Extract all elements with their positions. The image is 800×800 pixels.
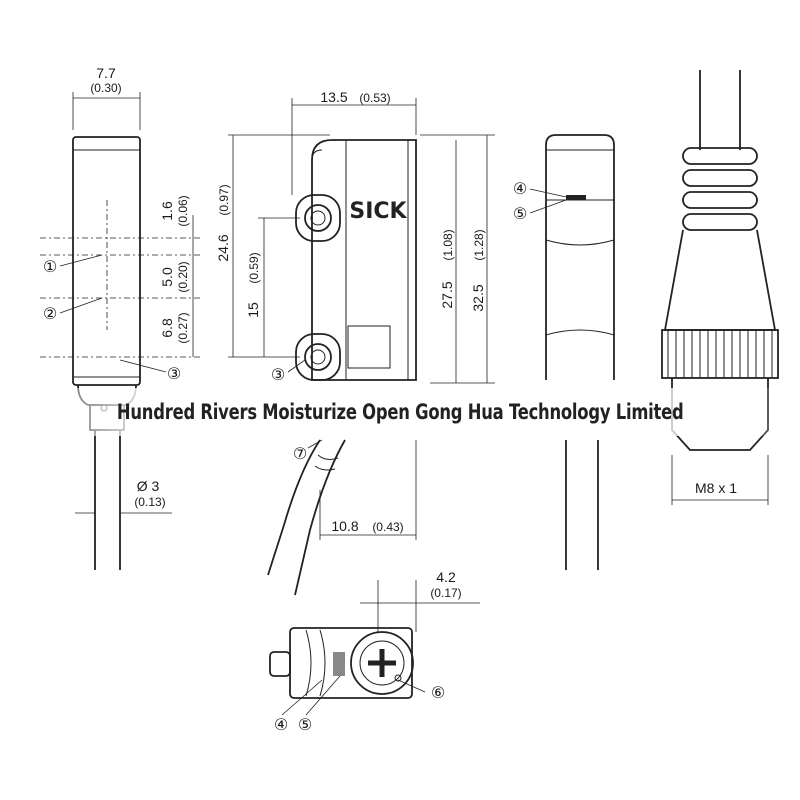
- dim-d3: 6.8: [159, 318, 175, 338]
- cable-bend-inner: [294, 439, 346, 596]
- dim-width-narrow: 7.7: [96, 65, 116, 81]
- bottom-cable-stub: [269, 651, 291, 677]
- front-view-narrow: 7.7 (0.30) 1.6 (0.06) 5.0 (0.20) 6.8 (0.…: [40, 65, 200, 570]
- dim-h3: 27.5: [439, 281, 455, 308]
- dim-d1: 1.6: [159, 201, 175, 221]
- dim-h1: 24.6: [215, 234, 231, 261]
- watermark-band: Hundred Rivers Moisturize Open Gong Hua …: [0, 388, 800, 436]
- callout-3: ③: [167, 364, 181, 383]
- connector-view: M8 x 1: [661, 70, 779, 505]
- side-view-main: SICK 13.5 (0.53) 24.6 (0.97) 15 (0.59) 2…: [215, 89, 495, 596]
- potentiometer: [350, 631, 414, 695]
- bottom-view: 4.2 (0.17) ④ ⑤ ⑥: [269, 569, 480, 734]
- dim-d3-in: (0.27): [176, 312, 190, 343]
- mounting-hole-top: [304, 204, 332, 232]
- bottom-led-grid: [333, 652, 345, 676]
- sick-logo: SICK: [349, 199, 407, 224]
- mounting-hole-bottom: [304, 343, 332, 371]
- callout-5b: ⑤: [298, 715, 312, 734]
- side-view-narrow: ④ ⑤: [513, 134, 615, 570]
- dim-h3-in: (1.08): [441, 229, 455, 260]
- dim-cable-diameter: Ø 3: [137, 478, 160, 494]
- mounting-hole-bottom-boss: [295, 333, 341, 381]
- callout-5: ⑤: [513, 204, 527, 223]
- callout-7: ⑦: [293, 444, 307, 463]
- dim-side-width-in: (0.17): [430, 586, 461, 600]
- dim-h1-in: (0.97): [217, 184, 231, 215]
- watermark-text: Hundred Rivers Moisturize Open Gong Hua …: [116, 400, 684, 424]
- dim-thread: M8 x 1: [695, 480, 737, 496]
- mounting-hole-top-boss: [295, 194, 341, 242]
- connector-knurl: [661, 329, 779, 379]
- dim-h4: 32.5: [470, 284, 486, 311]
- dim-side-width: 4.2: [436, 569, 456, 585]
- dim-h4-in: (1.28): [472, 229, 486, 260]
- cable-bend-outer: [267, 439, 321, 576]
- sensor-body-narrow: [72, 136, 141, 386]
- dim-bottom-width: 10.8: [331, 518, 358, 534]
- dim-cable-diameter-in: (0.13): [134, 495, 165, 509]
- callout-3b: ③: [271, 365, 285, 384]
- connector-cable: [699, 70, 741, 150]
- dim-d2: 5.0: [159, 267, 175, 287]
- sensor-body-main: [311, 139, 417, 381]
- callout-4b: ④: [274, 715, 288, 734]
- dim-top-width: 13.5: [320, 89, 347, 105]
- led-window: [566, 195, 586, 200]
- dim-bottom-width-in: (0.43): [372, 520, 403, 534]
- label-window: [347, 325, 391, 369]
- callout-1: ①: [43, 257, 57, 276]
- dim-h2-in: (0.59): [247, 252, 261, 283]
- callout-4: ④: [513, 179, 527, 198]
- callout-6: ⑥: [431, 683, 445, 702]
- dim-d1-in: (0.06): [176, 195, 190, 226]
- dim-d2-in: (0.20): [176, 261, 190, 292]
- dim-h2: 15: [245, 302, 261, 318]
- sensor-body-side: [545, 134, 615, 380]
- dim-width-narrow-in: (0.30): [90, 81, 121, 95]
- connector-housing: [663, 229, 777, 331]
- dim-top-width-in: (0.53): [359, 91, 390, 105]
- callout-2: ②: [43, 304, 57, 323]
